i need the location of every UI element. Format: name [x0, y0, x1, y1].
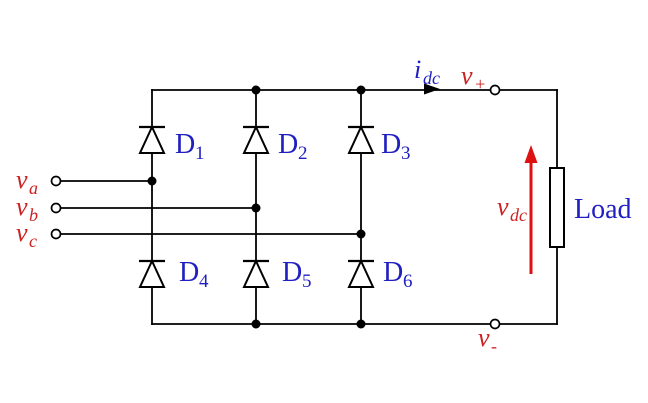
phase-a-label-base: v: [16, 165, 28, 194]
diode-d5-label-sub: 5: [302, 271, 312, 292]
junction-dot-top-c: [356, 85, 366, 95]
phase-c-label: v c: [16, 218, 37, 251]
diode-d6-symbol: [347, 258, 375, 288]
diode-d1-label-sub: 1: [195, 143, 205, 164]
diode-d4-label-base: D: [179, 257, 199, 288]
phase-c-label-sub: c: [29, 231, 37, 251]
junction-dot-phase-a: [147, 176, 157, 186]
diode-d5-symbol: [242, 258, 270, 288]
diode-d6-label-base: D: [383, 257, 403, 288]
diode-d3-triangle: [347, 124, 375, 154]
diode-d6-label: D 6: [383, 257, 413, 292]
diode-d5-label-base: D: [282, 257, 302, 288]
vdc-label: v dc: [497, 192, 527, 225]
diode-d5-label: D 5: [282, 257, 312, 292]
diode-d5-triangle: [242, 258, 270, 288]
vdc-label-base: v: [497, 192, 509, 221]
negative-terminal: [489, 318, 501, 330]
diode-d1-symbol: [138, 124, 166, 154]
diode-d4-label: D 4: [179, 257, 209, 292]
v-plus-label-base: v: [461, 61, 473, 90]
diode-d4-label-sub: 4: [199, 271, 209, 292]
v-minus-label: v -: [478, 323, 497, 356]
diode-d4-symbol: [138, 258, 166, 288]
diode-d3-label: D 3: [381, 129, 411, 164]
idc-label-sub: dc: [423, 68, 440, 88]
junction-dot-bottom-c: [356, 319, 366, 329]
load-resistor: [549, 167, 565, 248]
vdc-label-sub: dc: [510, 205, 527, 225]
load-label: Load: [574, 194, 632, 225]
diode-d3-label-base: D: [381, 129, 401, 160]
diode-d6-label-sub: 6: [403, 271, 413, 292]
diode-d6-triangle: [347, 258, 375, 288]
phase-b-terminal: [50, 202, 62, 214]
vdc-arrowhead-icon: [524, 145, 538, 163]
v-plus-label-sub: +: [474, 74, 486, 94]
v-minus-label-base: v: [478, 323, 490, 352]
diode-d1-label-base: D: [175, 129, 195, 160]
diode-d2-label: D 2: [278, 129, 308, 164]
junction-dot-bottom-b: [251, 319, 261, 329]
diode-d2-triangle: [242, 124, 270, 154]
diode-d2-label-base: D: [278, 129, 298, 160]
diode-d4-triangle: [138, 258, 166, 288]
positive-terminal: [489, 84, 501, 96]
diode-d1-label: D 1: [175, 129, 205, 164]
phase-c-terminal: [50, 228, 62, 240]
diode-d3-symbol: [347, 124, 375, 154]
phase-a-label-sub: a: [29, 178, 38, 198]
junction-dot-phase-c: [356, 229, 366, 239]
diode-d2-label-sub: 2: [298, 143, 308, 164]
junction-dot-top-b: [251, 85, 261, 95]
diode-d1-triangle: [138, 124, 166, 154]
idc-label: i dc: [414, 55, 440, 88]
idc-arrowhead-icon: [424, 83, 440, 95]
phase-b-label: v b: [16, 192, 38, 225]
idc-label-base: i: [414, 55, 421, 84]
v-plus-label: v +: [461, 61, 486, 94]
diode-d3-label-sub: 3: [401, 143, 411, 164]
phase-c-label-base: v: [16, 218, 28, 247]
diode-d2-symbol: [242, 124, 270, 154]
v-minus-label-sub: -: [491, 336, 497, 356]
phase-b-label-base: v: [16, 192, 28, 221]
phase-a-terminal: [50, 175, 62, 187]
junction-dot-phase-b: [251, 203, 261, 213]
phase-b-label-sub: b: [29, 205, 38, 225]
phase-a-label: v a: [16, 165, 38, 198]
